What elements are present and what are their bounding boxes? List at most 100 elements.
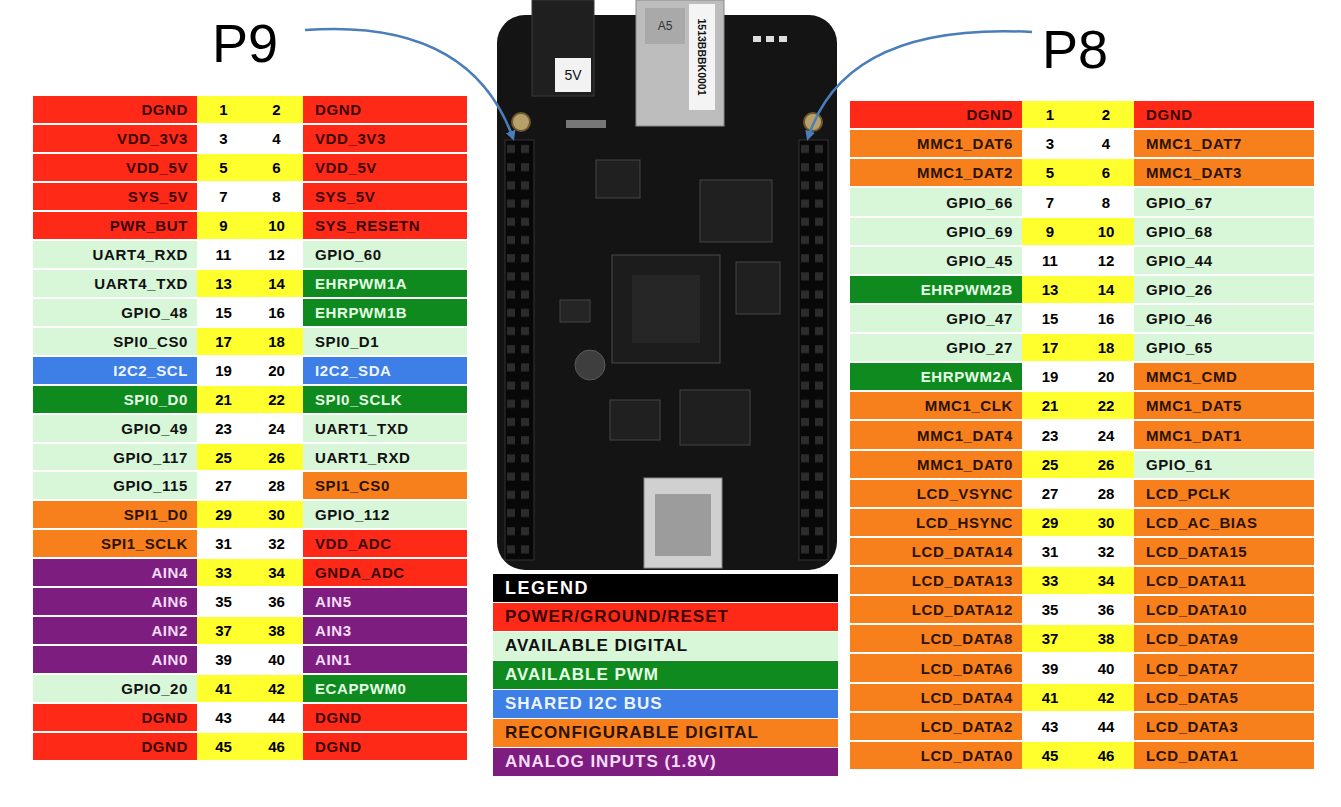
pin-name: ECAPPWM0 (315, 680, 406, 697)
pin-name-cell: MMC1_DAT2 (850, 159, 1022, 186)
pin-name-cell: LCD_DATA15 (1134, 538, 1314, 565)
pin-number: 3 (219, 130, 227, 147)
pin-number-cell: 11 (1022, 247, 1078, 274)
pin-name: GPIO_66 (946, 194, 1013, 211)
legend-header: LEGEND (493, 574, 838, 602)
pin-number: 33 (1042, 572, 1059, 589)
pin-name-cell: SYS_5V (303, 183, 467, 210)
pin-name-cell: MMC1_DAT4 (850, 421, 1022, 449)
pin-number-cell: 3 (1022, 130, 1078, 157)
pin-number-cell: 43 (197, 704, 250, 731)
pin-number: 41 (1042, 689, 1059, 706)
pin-name: GPIO_61 (1146, 456, 1213, 473)
pin-number: 20 (268, 362, 285, 379)
pin-number-cell: 15 (1022, 305, 1078, 332)
pin-number: 40 (1098, 660, 1115, 677)
pin-number: 35 (215, 593, 232, 610)
pin-number-cell: 42 (250, 675, 303, 702)
pin-number: 5 (219, 159, 227, 176)
pin-number-cell: 4 (1078, 130, 1134, 157)
pin-name-cell: GPIO_47 (850, 305, 1022, 332)
legend-text: ANALOG INPUTS (1.8V) (505, 752, 717, 772)
pin-number-cell: 11 (197, 241, 250, 268)
pin-name-cell: GPIO_27 (850, 334, 1022, 361)
pin-name: LCD_DATA10 (1146, 601, 1247, 618)
pin-number-cell: 12 (250, 241, 303, 268)
legend-text: POWER/GROUND/RESET (505, 607, 729, 627)
pin-number-cell: 31 (197, 530, 250, 557)
pin-number-cell: 5 (197, 154, 250, 181)
pin-number-cell: 27 (197, 472, 250, 499)
pin-number-cell: 40 (250, 646, 303, 673)
pin-name-cell: DGND (33, 733, 197, 760)
pin-number: 20 (1098, 368, 1115, 385)
pin-name: LCD_DATA7 (1146, 660, 1238, 677)
pin-number: 11 (1042, 252, 1058, 269)
pin-name: LCD_AC_BIAS (1146, 514, 1258, 531)
pin-number-cell: 37 (1022, 625, 1078, 652)
pin-name-cell: LCD_DATA9 (1134, 625, 1314, 652)
pin-number: 39 (215, 651, 232, 668)
pin-name: EHRPWM1A (315, 275, 407, 292)
pin-name-cell: MMC1_CLK (850, 392, 1022, 419)
pin-number: 44 (268, 709, 285, 726)
pin-number: 21 (215, 391, 232, 408)
pin-number: 25 (215, 449, 232, 466)
pin-name: AIN5 (315, 593, 352, 610)
pin-number-cell: 21 (1022, 392, 1078, 419)
pin-number-cell: 10 (250, 212, 303, 239)
pin-number: 24 (1098, 427, 1115, 444)
pin-number: 8 (1102, 194, 1110, 211)
pin-name-cell: LCD_DATA2 (850, 713, 1022, 740)
pin-name: UART1_TXD (315, 420, 409, 437)
pin-number-cell: 42 (1078, 684, 1134, 711)
pin-number-cell: 45 (197, 733, 250, 760)
pin-number-cell: 29 (197, 501, 250, 528)
pin-name: AIN4 (151, 564, 188, 581)
chip (736, 262, 780, 314)
pin-number: 6 (1102, 164, 1110, 181)
ethernet-jack (636, 0, 724, 126)
pin-number: 21 (1042, 397, 1059, 414)
pin-name-cell: UART1_TXD (303, 415, 467, 442)
pin-number: 38 (268, 622, 285, 639)
pin-number-cell: 38 (250, 617, 303, 644)
pin-name: GNDA_ADC (315, 564, 405, 581)
pin-number-cell: 22 (250, 386, 303, 413)
ethernet-label: A5 (645, 8, 685, 44)
pin-number-cell: 44 (1078, 713, 1134, 740)
mounting-hole (512, 113, 530, 131)
pin-name-cell: GPIO_66 (850, 188, 1022, 216)
pin-name-cell: LCD_DATA8 (850, 625, 1022, 652)
pin-name-cell: AIN0 (33, 646, 197, 673)
pin-name-cell: DGND (303, 704, 467, 731)
pin-name-cell: SPI0_D0 (33, 386, 197, 413)
pin-number: 45 (215, 738, 232, 755)
pin-number: 31 (215, 535, 232, 552)
pin-name-cell: LCD_DATA13 (850, 567, 1022, 594)
pin-number-cell: 35 (1022, 596, 1078, 623)
pin-number: 36 (268, 593, 285, 610)
pin-number: 37 (1042, 630, 1059, 647)
pin-number: 13 (215, 275, 232, 292)
pin-number-cell: 23 (197, 415, 250, 442)
pin-number-cell: 8 (1078, 188, 1134, 216)
pin-name-cell: GPIO_48 (33, 299, 197, 326)
pin-name: SPI0_SCLK (315, 391, 402, 408)
pin-number: 41 (215, 680, 232, 697)
pin-name: MMC1_DAT6 (917, 135, 1013, 152)
pin-number-cell: 5 (1022, 159, 1078, 186)
pin-number: 22 (1098, 397, 1115, 414)
pin-name: VDD_5V (126, 159, 188, 176)
pin-number: 5 (1046, 164, 1054, 181)
pin-number: 34 (268, 564, 285, 581)
pin-number-cell: 39 (1022, 654, 1078, 682)
pin-name: UART4_RXD (93, 246, 188, 263)
pin-name: GPIO_68 (1146, 223, 1213, 240)
pin-name-cell: GPIO_112 (303, 501, 467, 528)
pin-name: SPI0_D1 (315, 333, 379, 350)
pin-name: GPIO_115 (113, 477, 188, 494)
pin-number-cell: 32 (1078, 538, 1134, 565)
pin-number: 35 (1042, 601, 1059, 618)
button (566, 120, 606, 128)
